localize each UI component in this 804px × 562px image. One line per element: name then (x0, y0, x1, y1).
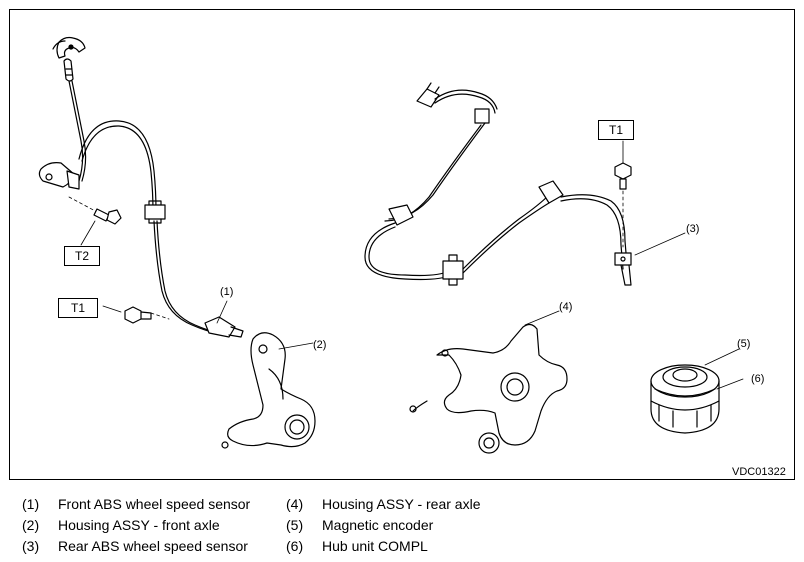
legend-num: (4) (286, 496, 304, 512)
legend-num: (1) (22, 496, 40, 512)
legend-text: Rear ABS wheel speed sensor (58, 538, 248, 554)
legend: (1) Front ABS wheel speed sensor (2) Hou… (22, 496, 782, 558)
t1-rear-bolt-drawing (614, 140, 632, 248)
callout-4: (4) (559, 301, 573, 313)
t1-front-bolt-drawing (102, 305, 170, 324)
legend-text: Housing ASSY - rear axle (322, 496, 481, 512)
torque-label-t2-front: T2 (64, 246, 100, 266)
legend-num: (6) (286, 538, 304, 554)
rear-abs-sensor-drawing (364, 82, 686, 286)
torque-label-t1-front: T1 (58, 298, 98, 318)
torque-label-t1-rear: T1 (598, 120, 634, 140)
legend-text: Housing ASSY - front axle (58, 517, 220, 533)
callout-2: (2) (313, 339, 327, 351)
front-axle-housing-drawing (221, 332, 316, 449)
callout-3: (3) (686, 223, 700, 235)
front-abs-sensor-drawing (38, 36, 244, 338)
legend-num: (2) (22, 517, 40, 533)
callout-5: (5) (737, 338, 751, 350)
rear-axle-housing-drawing (409, 310, 568, 454)
callout-6: (6) (751, 373, 765, 385)
figure-code: VDC01322 (732, 466, 786, 478)
legend-num: (3) (22, 538, 40, 554)
hub-unit-drawing (650, 348, 744, 434)
legend-text: Magnetic encoder (322, 517, 434, 533)
t2-bolt-drawing (68, 196, 122, 246)
legend-num: (5) (286, 517, 304, 533)
diagram-frame (9, 9, 795, 480)
legend-text: Hub unit COMPL (322, 538, 428, 554)
callout-1: (1) (220, 286, 234, 298)
parts-drawing (38, 36, 744, 454)
legend-text: Front ABS wheel speed sensor (58, 496, 251, 512)
